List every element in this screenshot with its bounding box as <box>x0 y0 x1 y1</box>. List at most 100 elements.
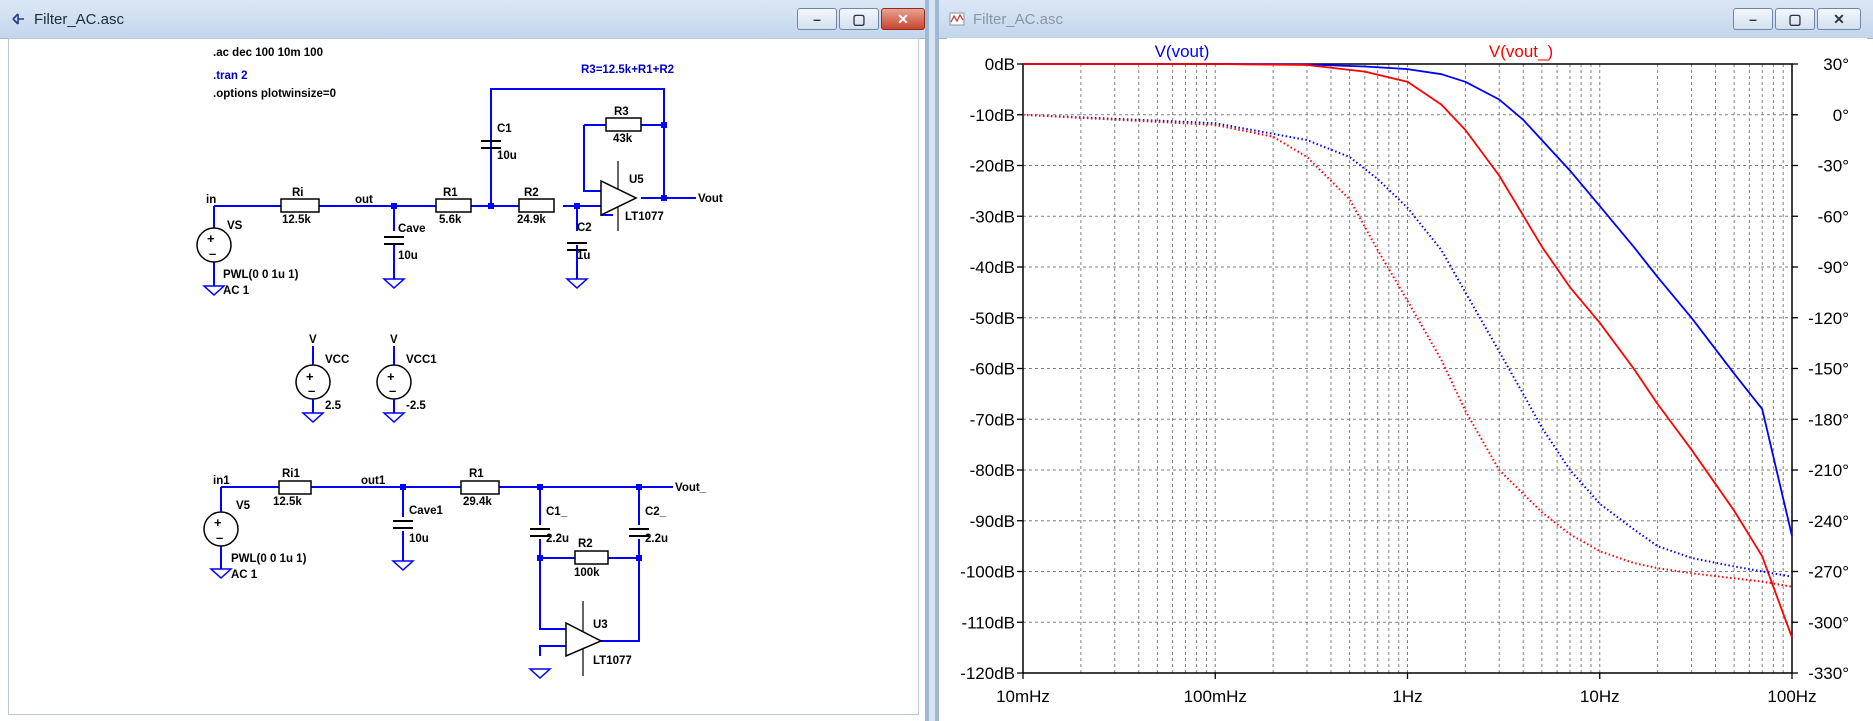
y2-tick-label: 0° <box>1833 106 1849 125</box>
vs-source[interactable] <box>196 227 232 263</box>
u3-name: U3 <box>593 619 608 631</box>
vs-name: VS <box>227 220 243 232</box>
y-tick-label: -90dB <box>970 512 1015 531</box>
minimize-icon: – <box>1749 11 1757 27</box>
r1-second-resistor[interactable] <box>460 480 500 495</box>
ground-icon <box>528 668 552 680</box>
y2-tick-label: -300° <box>1808 613 1849 632</box>
bode-plot[interactable]: 0dB-10dB-20dB-30dB-40dB-50dB-60dB-70dB-8… <box>947 38 1871 715</box>
ground-icon <box>391 560 415 572</box>
cave-capacitor[interactable] <box>384 236 404 245</box>
maximize-button[interactable]: ▢ <box>1775 8 1815 30</box>
svg-text:+: + <box>306 369 314 384</box>
r2-second-name: R2 <box>578 538 593 550</box>
c2-capacitor[interactable] <box>567 242 587 251</box>
y-tick-label: 0dB <box>985 55 1015 74</box>
u5-opamp[interactable] <box>600 179 638 217</box>
schematic-titlebar[interactable]: Filter_AC.asc – ▢ ✕ <box>0 0 925 39</box>
c2_-capacitor[interactable] <box>629 528 649 537</box>
x-tick-label: 10Hz <box>1580 687 1620 706</box>
y2-tick-label: 30° <box>1823 55 1849 74</box>
y-tick-label: -30dB <box>970 207 1015 226</box>
close-button[interactable]: ✕ <box>1817 8 1861 30</box>
x-tick-label: 100Hz <box>1767 687 1816 706</box>
schematic-window-title: Filter_AC.asc <box>34 11 125 28</box>
trace-v-vout-phase[interactable] <box>1022 113 1793 578</box>
minimize-icon: – <box>813 11 821 27</box>
magnitude-axis[interactable]: 0dB-10dB-20dB-30dB-40dB-50dB-60dB-70dB-8… <box>960 55 1023 683</box>
r1-second-value: 29.4k <box>463 496 492 508</box>
y-tick-label: -60dB <box>970 360 1015 379</box>
ground-icon <box>382 412 406 424</box>
minimize-button[interactable]: – <box>797 8 837 30</box>
plot-pane[interactable]: 0dB-10dB-20dB-30dB-40dB-50dB-60dB-70dB-8… <box>947 38 1867 715</box>
ri-resistor[interactable] <box>280 198 320 213</box>
param-directive[interactable]: R3=12.5k+R1+R2 <box>581 64 674 76</box>
schematic-drawing[interactable]: .ac dec 100 10m 100 .tran 2 .options plo… <box>9 39 922 714</box>
r3-resistor[interactable] <box>605 117 642 132</box>
close-button[interactable]: ✕ <box>881 8 925 30</box>
vout-net-label: Vout <box>698 193 723 205</box>
ri1-resistor[interactable] <box>278 480 312 495</box>
r2-name: R2 <box>524 187 539 199</box>
ground-icon <box>202 285 226 297</box>
r2-second-resistor[interactable] <box>574 550 609 565</box>
c1_-capacitor[interactable] <box>530 528 550 537</box>
tran-directive[interactable]: .tran 2 <box>213 70 248 82</box>
y2-tick-label: -30° <box>1818 157 1849 176</box>
in-net-label: in <box>206 194 216 206</box>
phase-axis[interactable]: 30°0°-30°-60°-90°-120°-150°-180°-210°-24… <box>1792 55 1849 683</box>
u5-name: U5 <box>629 174 644 186</box>
legend-vout[interactable]: V(vout) <box>1155 42 1210 61</box>
c1-capacitor[interactable] <box>481 140 501 149</box>
y-tick-label: -50dB <box>970 309 1015 328</box>
x-tick-label: 1Hz <box>1392 687 1422 706</box>
plot-titlebar[interactable]: Filter_AC.asc – ▢ ✕ <box>939 0 1873 39</box>
cave-name: Cave <box>398 223 426 235</box>
v5-source[interactable] <box>203 511 239 547</box>
y2-tick-label: -120° <box>1808 309 1849 328</box>
y-tick-label: -20dB <box>970 157 1015 176</box>
trace-v-vout-[interactable] <box>1023 63 1793 537</box>
vcc1-name: VCC1 <box>406 354 437 366</box>
svg-text:–: – <box>308 383 315 398</box>
schematic-canvas[interactable]: .ac dec 100 10m 100 .tran 2 .options plo… <box>8 38 919 715</box>
c2-value: 1u <box>577 250 590 262</box>
maximize-button[interactable]: ▢ <box>839 8 879 30</box>
cave1-value: 10u <box>409 533 429 545</box>
y2-tick-label: -270° <box>1808 563 1849 582</box>
c1_-value: 2.2u <box>546 533 569 545</box>
maximize-icon: ▢ <box>1788 11 1802 27</box>
y-tick-label: -110dB <box>961 613 1015 632</box>
c2_-name: C2_ <box>645 506 667 518</box>
close-icon: ✕ <box>1833 11 1845 27</box>
svg-text:–: – <box>216 530 223 545</box>
cave1-capacitor[interactable] <box>393 520 413 529</box>
svg-text:+: + <box>214 515 222 530</box>
y-tick-label: -100dB <box>960 563 1015 582</box>
minus-icon: – <box>209 246 216 261</box>
u5-model: LT1077 <box>625 211 664 223</box>
r1-resistor[interactable] <box>435 198 472 213</box>
trace-v-vout_-phase[interactable] <box>1022 113 1793 588</box>
y-tick-label: -40dB <box>970 258 1015 277</box>
trace-v-vout_-[interactable] <box>1023 63 1793 638</box>
vcc-value: 2.5 <box>325 400 342 412</box>
out-net-label: out <box>355 194 373 206</box>
minimize-button[interactable]: – <box>1733 8 1773 30</box>
ground-icon <box>209 568 233 580</box>
y-tick-label: -70dB <box>970 410 1015 429</box>
ac-directive[interactable]: .ac dec 100 10m 100 <box>213 47 323 59</box>
options-directive[interactable]: .options plotwinsize=0 <box>213 88 336 100</box>
legend-vout_[interactable]: V(vout_) <box>1489 42 1553 61</box>
vs-value-pwl: PWL(0 0 1u 1) <box>223 269 299 281</box>
r3-name: R3 <box>614 106 629 118</box>
y-tick-label: -80dB <box>970 461 1015 480</box>
vcc-pin-label: V <box>309 334 317 346</box>
y2-tick-label: -330° <box>1808 664 1849 683</box>
r1-value: 5.6k <box>439 214 462 226</box>
r2-resistor[interactable] <box>518 198 555 213</box>
ri1-name: Ri1 <box>282 468 301 480</box>
maximize-icon: ▢ <box>852 11 866 27</box>
